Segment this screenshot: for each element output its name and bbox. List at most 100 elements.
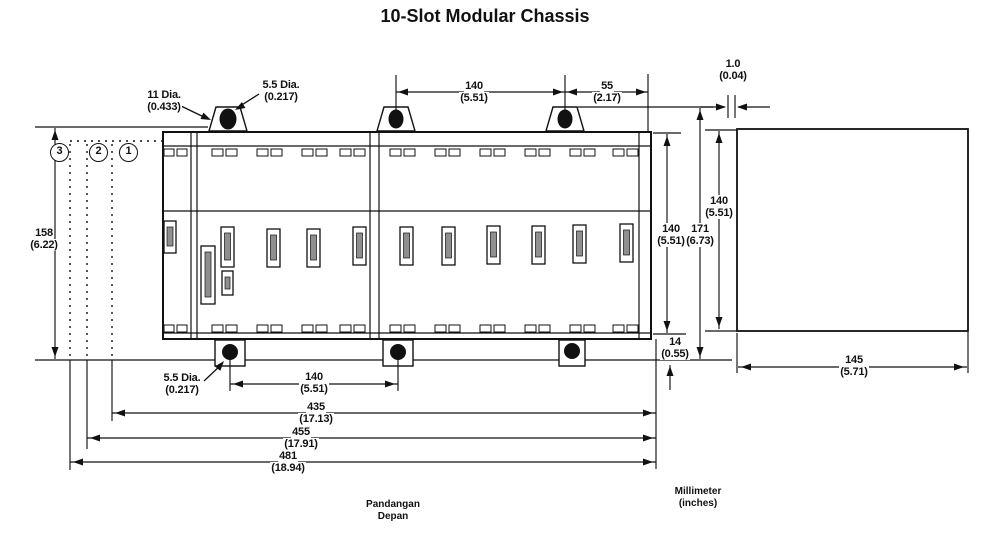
dim-width-435: 435(17.13) — [298, 401, 334, 425]
dim-top-55: 55(2.17) — [592, 80, 622, 104]
arrowhead — [643, 409, 653, 417]
vent-slot — [353, 148, 366, 157]
connector-contact — [356, 232, 363, 259]
vent-slot — [626, 324, 639, 333]
vent-slot — [315, 324, 328, 333]
balloon-3: 3 — [50, 143, 69, 162]
connector-contact — [535, 231, 542, 258]
arrowhead — [666, 366, 674, 376]
vent-slot — [270, 324, 283, 333]
dim-foot-14: 14(0.55) — [660, 336, 690, 360]
vent-slot — [403, 324, 416, 333]
vent-slot — [612, 324, 625, 333]
vent-slot — [448, 324, 461, 333]
vent-slot — [434, 148, 447, 157]
vent-slot — [163, 148, 175, 157]
vent-slot — [301, 148, 314, 157]
vent-slot — [176, 148, 188, 157]
arrowhead — [51, 347, 59, 357]
vent-slot — [339, 324, 352, 333]
vent-slot — [626, 148, 639, 157]
arrowhead — [737, 103, 747, 111]
vent-slot — [163, 324, 175, 333]
arrowhead — [663, 321, 671, 331]
side-view-outline — [736, 128, 969, 332]
vent-slot — [569, 324, 582, 333]
view-caption: Pandangan Depan — [350, 499, 436, 523]
mounting-hole — [564, 343, 580, 359]
arrowhead — [716, 103, 726, 111]
arrowhead — [51, 130, 59, 140]
dim-left-158: 158(6.22) — [29, 227, 59, 251]
connector-contact — [166, 226, 174, 247]
vent-slot — [270, 148, 283, 157]
connector-contact — [204, 251, 212, 298]
vent-slot — [612, 148, 625, 157]
callout-5-5-dia-top: 5.5 Dia.(0.217) — [261, 79, 301, 103]
units-caption: Millimeter(inches) — [674, 486, 722, 510]
vent-slot — [493, 324, 506, 333]
connector-contact — [270, 234, 277, 261]
vent-slot — [225, 148, 238, 157]
vent-slot — [211, 148, 224, 157]
dim-top-140: 140(5.51) — [459, 80, 489, 104]
keying-contact — [224, 276, 231, 290]
arrowhead — [90, 434, 100, 442]
vent-slot — [301, 324, 314, 333]
arrowhead — [741, 363, 751, 371]
balloon-2: 2 — [89, 143, 108, 162]
vent-slot — [524, 148, 537, 157]
vent-slot — [538, 148, 551, 157]
vent-slot — [389, 324, 402, 333]
dim-gap-1-0: 1.0(0.04) — [718, 58, 748, 82]
vent-slot — [448, 148, 461, 157]
vent-slot — [479, 324, 492, 333]
arrowhead — [233, 380, 243, 388]
dim-bottom-140: 140(5.51) — [299, 371, 329, 395]
arrowhead — [553, 88, 563, 96]
mounting-hole — [388, 109, 404, 129]
arrowhead — [696, 347, 704, 357]
arrowhead — [214, 361, 224, 371]
connector-contact — [224, 232, 231, 261]
arrowhead — [663, 136, 671, 146]
arrowhead — [715, 133, 723, 143]
mounting-hole — [557, 109, 573, 129]
arrowhead — [643, 458, 653, 466]
vent-slot — [524, 324, 537, 333]
vent-slot — [353, 324, 366, 333]
vent-slot — [256, 324, 269, 333]
arrowhead — [398, 88, 408, 96]
vent-slot — [434, 324, 447, 333]
connector-contact — [623, 229, 630, 256]
connector-contact — [445, 232, 452, 259]
arrowhead — [636, 88, 646, 96]
vent-slot — [389, 148, 402, 157]
arrowhead — [385, 380, 395, 388]
vent-slot — [479, 148, 492, 157]
vent-slot — [211, 324, 224, 333]
vent-slot — [315, 148, 328, 157]
mounting-hole — [219, 108, 237, 130]
vent-slot — [493, 148, 506, 157]
dim-width-455: 455(17.91) — [283, 426, 319, 450]
connector-contact — [403, 232, 410, 259]
vent-slot — [339, 148, 352, 157]
arrowhead — [200, 112, 211, 120]
dim-body-140: 140(5.51) — [656, 223, 686, 247]
vent-slot — [569, 148, 582, 157]
dim-side-145: 145(5.71) — [839, 354, 869, 378]
vent-slot — [583, 148, 596, 157]
arrowhead — [567, 88, 577, 96]
arrowhead — [115, 409, 125, 417]
arrowhead — [954, 363, 964, 371]
arrowhead — [235, 101, 246, 110]
vent-slot — [538, 324, 551, 333]
vent-slot — [225, 324, 238, 333]
arrowhead — [73, 458, 83, 466]
connector-contact — [310, 234, 317, 261]
vent-slot — [403, 148, 416, 157]
arrowhead — [643, 434, 653, 442]
